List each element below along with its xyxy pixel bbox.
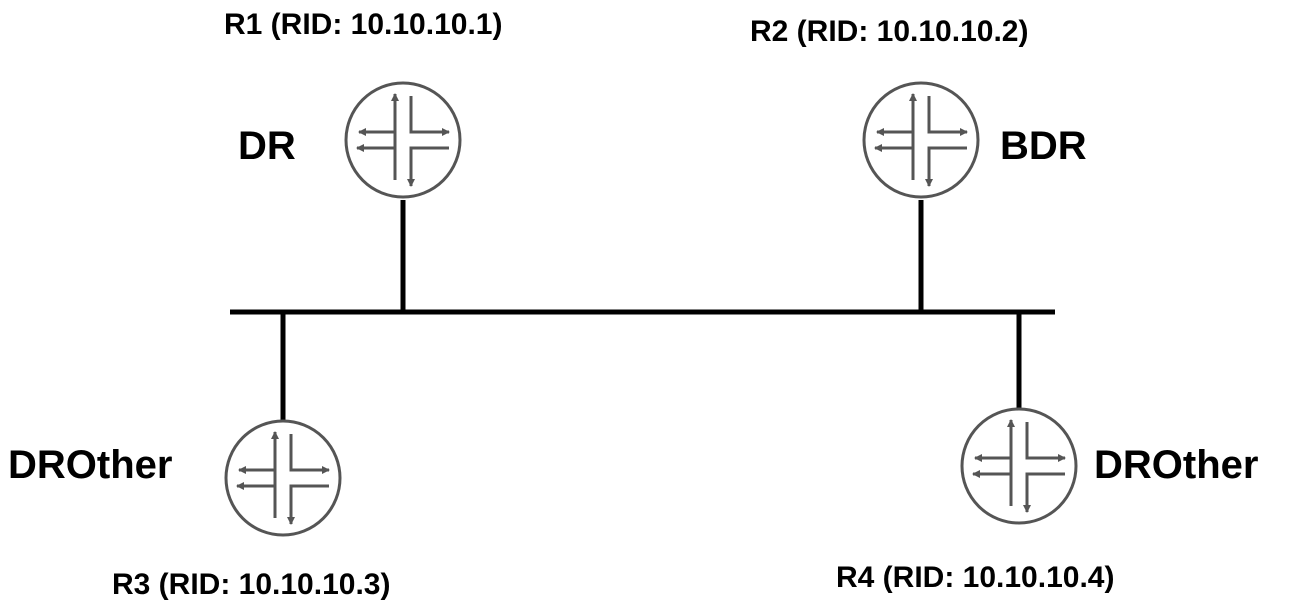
r4-role-label: DROther (1094, 443, 1259, 487)
r2-rid-label: R2 (RID: 10.10.10.2) (750, 15, 1029, 48)
r4-rid-label: R4 (RID: 10.10.10.4) (836, 561, 1115, 594)
r1-rid-label: R1 (RID: 10.10.10.1) (224, 8, 503, 41)
r3-role-label: DROther (8, 443, 173, 487)
r3-rid-label: R3 (RID: 10.10.10.3) (112, 568, 391, 601)
router-icon (226, 421, 340, 535)
router-icon (864, 83, 978, 197)
r2-role-label: BDR (1000, 124, 1087, 168)
r1-role-label: DR (238, 124, 296, 168)
router-icon (962, 409, 1076, 523)
router-icon (346, 83, 460, 197)
